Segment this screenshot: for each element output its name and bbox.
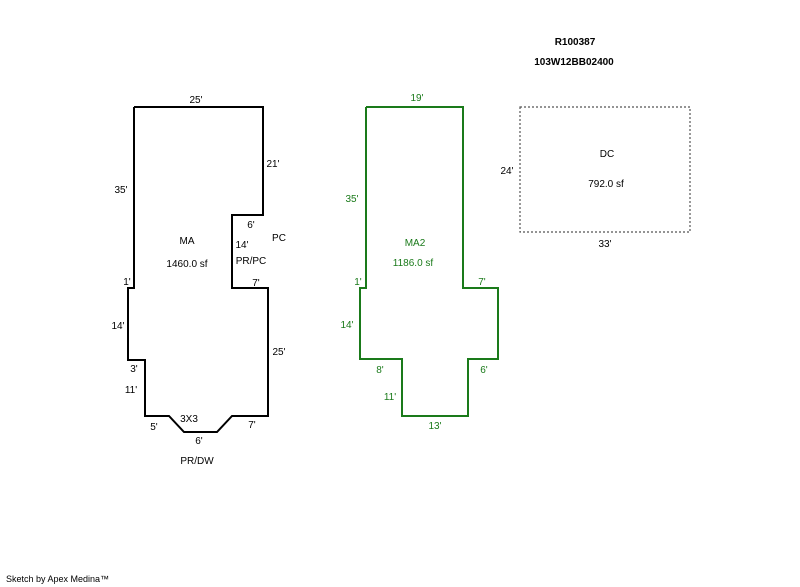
area-dc: 24' 33' DC 792.0 sf [500, 106, 691, 250]
ma-dim-bottom-right: 7' [248, 420, 256, 431]
sketch-credit: Sketch by Apex Medina™ [6, 574, 110, 584]
ma-dim-right-upper: 21' [266, 159, 279, 170]
ma-dim-notch-width: 6' [247, 220, 255, 231]
ma-area: 1460.0 sf [166, 259, 207, 270]
dc-name: DC [600, 149, 614, 160]
ma-dim-notch-height: 14' [235, 240, 248, 251]
ma2-name: MA2 [405, 238, 426, 249]
parcel-id: R100387 [555, 37, 596, 48]
ma-label-3x3: 3X3 [180, 414, 198, 425]
ma-dim-jog-upper: 1' [123, 277, 131, 288]
dc-dim-height: 24' [500, 166, 513, 177]
ma-label-pr-dw: PR/DW [180, 456, 214, 467]
account-number: 103W12BB02400 [534, 57, 614, 68]
ma2-dim-jog: 1' [354, 277, 362, 288]
ma-dim-jog-lower: 3' [130, 364, 138, 375]
ma-dim-left-upper: 35' [114, 185, 127, 196]
ma2-dim-bottom-left-step: 8' [376, 365, 384, 376]
ma-outline [127, 106, 269, 433]
ma2-outline [359, 106, 499, 417]
ma-dim-top: 25' [189, 95, 202, 106]
ma2-dim-left-mid: 14' [340, 320, 353, 331]
ma-label-pr-pc: PR/PC [236, 256, 267, 267]
ma-name: MA [180, 236, 195, 247]
ma2-dim-left-lower: 11' [384, 392, 396, 403]
ma-dim-right-lower: 25' [272, 347, 285, 358]
area-ma: 25' 21' 6' 14' PC PR/PC 7' 25' 7' 3X3 6'… [111, 95, 285, 467]
dc-outline [519, 106, 691, 233]
ma-dim-bottom-mid: 6' [195, 436, 203, 447]
ma2-dim-bottom: 13' [428, 421, 441, 432]
ma-dim-step: 7' [252, 278, 260, 289]
ma2-area: 1186.0 sf [393, 258, 434, 269]
dc-area: 792.0 sf [588, 179, 624, 190]
ma-label-pc: PC [272, 233, 286, 244]
ma2-dim-left-upper: 35' [345, 194, 358, 205]
ma-dim-bottom-left: 5' [150, 422, 158, 433]
area-ma2: 19' 35' 1' 7' 14' 6' 8' 11' 13' MA2 1186… [340, 93, 499, 432]
ma-dim-left-lower: 11' [125, 385, 137, 396]
ma2-dim-step-right: 7' [478, 277, 486, 288]
ma2-dim-top: 19' [410, 93, 423, 104]
ma2-dim-right-drop: 6' [480, 365, 488, 376]
ma-dim-left-mid: 14' [111, 321, 124, 332]
dc-dim-width: 33' [598, 239, 611, 250]
